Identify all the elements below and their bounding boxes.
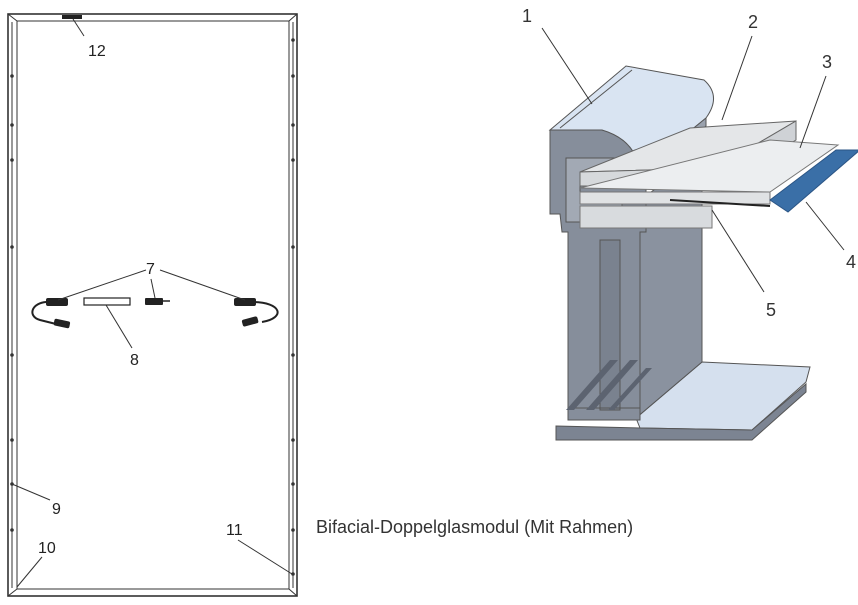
label-4: 4 — [846, 252, 856, 272]
label-12: 12 — [88, 43, 106, 60]
label-3: 3 — [822, 52, 832, 72]
frame-bottom-channels — [566, 360, 652, 410]
lower-glass-top — [579, 139, 840, 193]
module-rear-view: 12 7 8 9 10 — [7, 13, 298, 597]
cable-right — [234, 298, 279, 327]
label-8: 8 — [130, 352, 139, 369]
cable-left — [31, 298, 71, 329]
glass-underside — [579, 205, 713, 229]
caption: Bifacial-Doppelglasmodul (Mit Rahmen) — [316, 517, 633, 537]
label-7: 7 — [146, 261, 155, 278]
junction-box — [83, 297, 131, 306]
blue-backsheet-strip — [769, 149, 858, 213]
label-9: 9 — [52, 501, 61, 518]
frame-cross-section: 1 2 3 4 5 — [522, 6, 858, 441]
module-inner-frame — [16, 20, 290, 590]
label-10: 10 — [38, 540, 56, 557]
label-11: 11 — [226, 522, 243, 539]
top-label-bar — [62, 15, 82, 19]
label-2: 2 — [748, 12, 758, 32]
frame-bottom-flange-front — [555, 382, 807, 441]
mounting-holes-right — [291, 38, 295, 576]
sealing-line — [669, 199, 771, 207]
lower-glass-front — [579, 191, 771, 205]
label-1: 1 — [522, 6, 532, 26]
label-5: 5 — [766, 300, 776, 320]
connector-middle — [145, 298, 170, 305]
